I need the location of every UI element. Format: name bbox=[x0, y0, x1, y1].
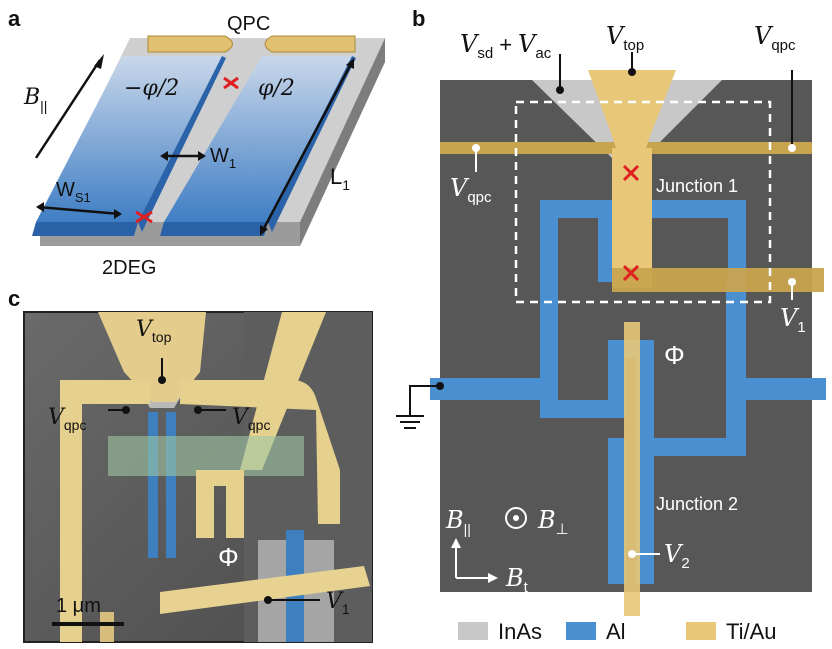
ground-dot bbox=[436, 382, 444, 390]
b-par-arrowhead bbox=[451, 538, 461, 548]
al-strip-right-front bbox=[160, 222, 268, 236]
scale-label: 1 μm bbox=[56, 595, 101, 617]
zoom-region-box bbox=[514, 100, 772, 304]
v1-label-b: V1 bbox=[780, 304, 806, 336]
b-par-label-b: B|| bbox=[445, 506, 471, 537]
w1-label: W1 bbox=[210, 145, 236, 171]
al-strip-right-side bbox=[268, 56, 356, 232]
b-parallel-arrowhead bbox=[94, 54, 104, 69]
l1-arrowhead-bottom bbox=[260, 225, 268, 236]
w1-arrowhead-right bbox=[198, 151, 206, 161]
junction-mark-bottom bbox=[135, 210, 153, 224]
b-t-label-b: Bt bbox=[505, 564, 529, 596]
vtop-finger bbox=[612, 148, 652, 288]
vtop-contact-dot bbox=[628, 68, 636, 76]
legend-label-inas: InAs bbox=[498, 619, 542, 644]
junction-1-mark-bottom bbox=[622, 264, 640, 282]
b-t-arrowhead bbox=[488, 573, 498, 583]
v2-gate-line bbox=[624, 322, 640, 616]
sem-u-gate bbox=[196, 470, 244, 538]
qpc-gate-left bbox=[147, 35, 233, 53]
vtop-label-c: Vtop bbox=[136, 317, 172, 345]
al-strip-left-side bbox=[138, 56, 226, 232]
junction-mark-top bbox=[223, 76, 239, 90]
qpc-gate-right bbox=[264, 35, 356, 53]
vtop-dot-c bbox=[158, 376, 166, 384]
panel-b: b bbox=[396, 6, 826, 644]
legend-swatch-tiau bbox=[686, 622, 716, 640]
phase-left-label: −φ/2 bbox=[124, 76, 179, 101]
junction-1-label: Junction 1 bbox=[656, 176, 738, 196]
sem-right-gate bbox=[180, 380, 340, 524]
vqpc-right-dot bbox=[788, 144, 796, 152]
panel-letter-c: c bbox=[8, 286, 20, 311]
l1-label: L1 bbox=[330, 164, 350, 193]
vtop-label-b: Vtop bbox=[606, 22, 644, 54]
panel-c: c Vtop Vqpc Vqpc bbox=[8, 286, 373, 643]
al-strip-left bbox=[36, 56, 222, 222]
ws1-arrowhead-right bbox=[114, 209, 122, 219]
sem-v1-gate bbox=[160, 566, 370, 614]
sem-vtop-gate bbox=[98, 312, 206, 402]
b-parallel-arrow bbox=[34, 59, 102, 159]
qpc-label: QPC bbox=[227, 13, 270, 35]
v2-dot bbox=[628, 550, 636, 558]
panel-a: a QPC −φ/2 φ/2 B|| bbox=[8, 6, 385, 279]
vsd-contact-dot bbox=[556, 86, 564, 94]
sem-loop-top bbox=[108, 436, 304, 476]
junction-1-mark-top bbox=[622, 164, 640, 182]
legend-label-al: Al bbox=[606, 619, 626, 644]
vtop-gate bbox=[588, 70, 676, 148]
b-perp-dot bbox=[513, 515, 519, 521]
l1-arrowhead-top bbox=[346, 58, 354, 69]
b-perp-symbol bbox=[505, 507, 527, 529]
b-perp-label-b: B⊥ bbox=[537, 506, 569, 538]
b-parallel-label: B|| bbox=[23, 85, 47, 114]
v1-dot-c bbox=[264, 596, 272, 604]
ws1-arrowhead-left bbox=[36, 202, 44, 212]
substrate-side bbox=[300, 38, 385, 246]
al-strip-right bbox=[164, 56, 352, 222]
legend: InAs Al Ti/Au bbox=[458, 619, 777, 644]
sem-al-right bbox=[166, 412, 176, 558]
panel-letter-b: b bbox=[412, 6, 425, 31]
v2-label-b: V2 bbox=[664, 540, 690, 572]
two-deg-label: 2DEG bbox=[102, 257, 156, 279]
field-axes bbox=[455, 544, 492, 579]
sem-al-left bbox=[148, 412, 158, 558]
vqpc-right-label-c: Vqpc bbox=[232, 405, 270, 433]
sem-features bbox=[60, 312, 372, 642]
v1-label-c: V1 bbox=[326, 589, 350, 617]
ws1-label: WS1 bbox=[56, 179, 91, 205]
legend-swatch-al bbox=[566, 622, 596, 640]
vqpc-right-label-b: Vqpc bbox=[754, 22, 796, 54]
al-strip-left-front bbox=[32, 222, 138, 236]
phase-right-label: φ/2 bbox=[258, 76, 295, 101]
ground-symbol bbox=[396, 385, 440, 429]
vsd-vac-label: Vsd+Vac bbox=[460, 30, 552, 62]
ws1-arrow bbox=[37, 205, 121, 216]
legend-swatch-inas bbox=[458, 622, 488, 640]
l1-arrow bbox=[260, 61, 354, 233]
tiau-gates-b bbox=[440, 70, 824, 616]
w1-arrowhead-left bbox=[160, 151, 168, 161]
phi-label-b: Φ bbox=[664, 340, 685, 370]
phi-label-c: Φ bbox=[218, 542, 239, 572]
vqpc-left-label-c: Vqpc bbox=[48, 405, 86, 433]
sem-left-gate bbox=[60, 380, 150, 642]
vqpc-left-dot-c bbox=[122, 406, 130, 414]
sem-bottom-gate bbox=[100, 612, 114, 642]
vqpc-left-dot bbox=[472, 144, 480, 152]
junction-2-label: Junction 2 bbox=[656, 494, 738, 514]
vqpc-left-label-b: Vqpc bbox=[450, 174, 492, 206]
al-loop bbox=[430, 200, 826, 584]
vqpc-right-dot-c bbox=[194, 406, 202, 414]
legend-label-tiau: Ti/Au bbox=[726, 619, 777, 644]
panel-letter-a: a bbox=[8, 6, 21, 31]
sem-diagonal-gate bbox=[240, 312, 326, 470]
v1-dot bbox=[788, 278, 796, 286]
